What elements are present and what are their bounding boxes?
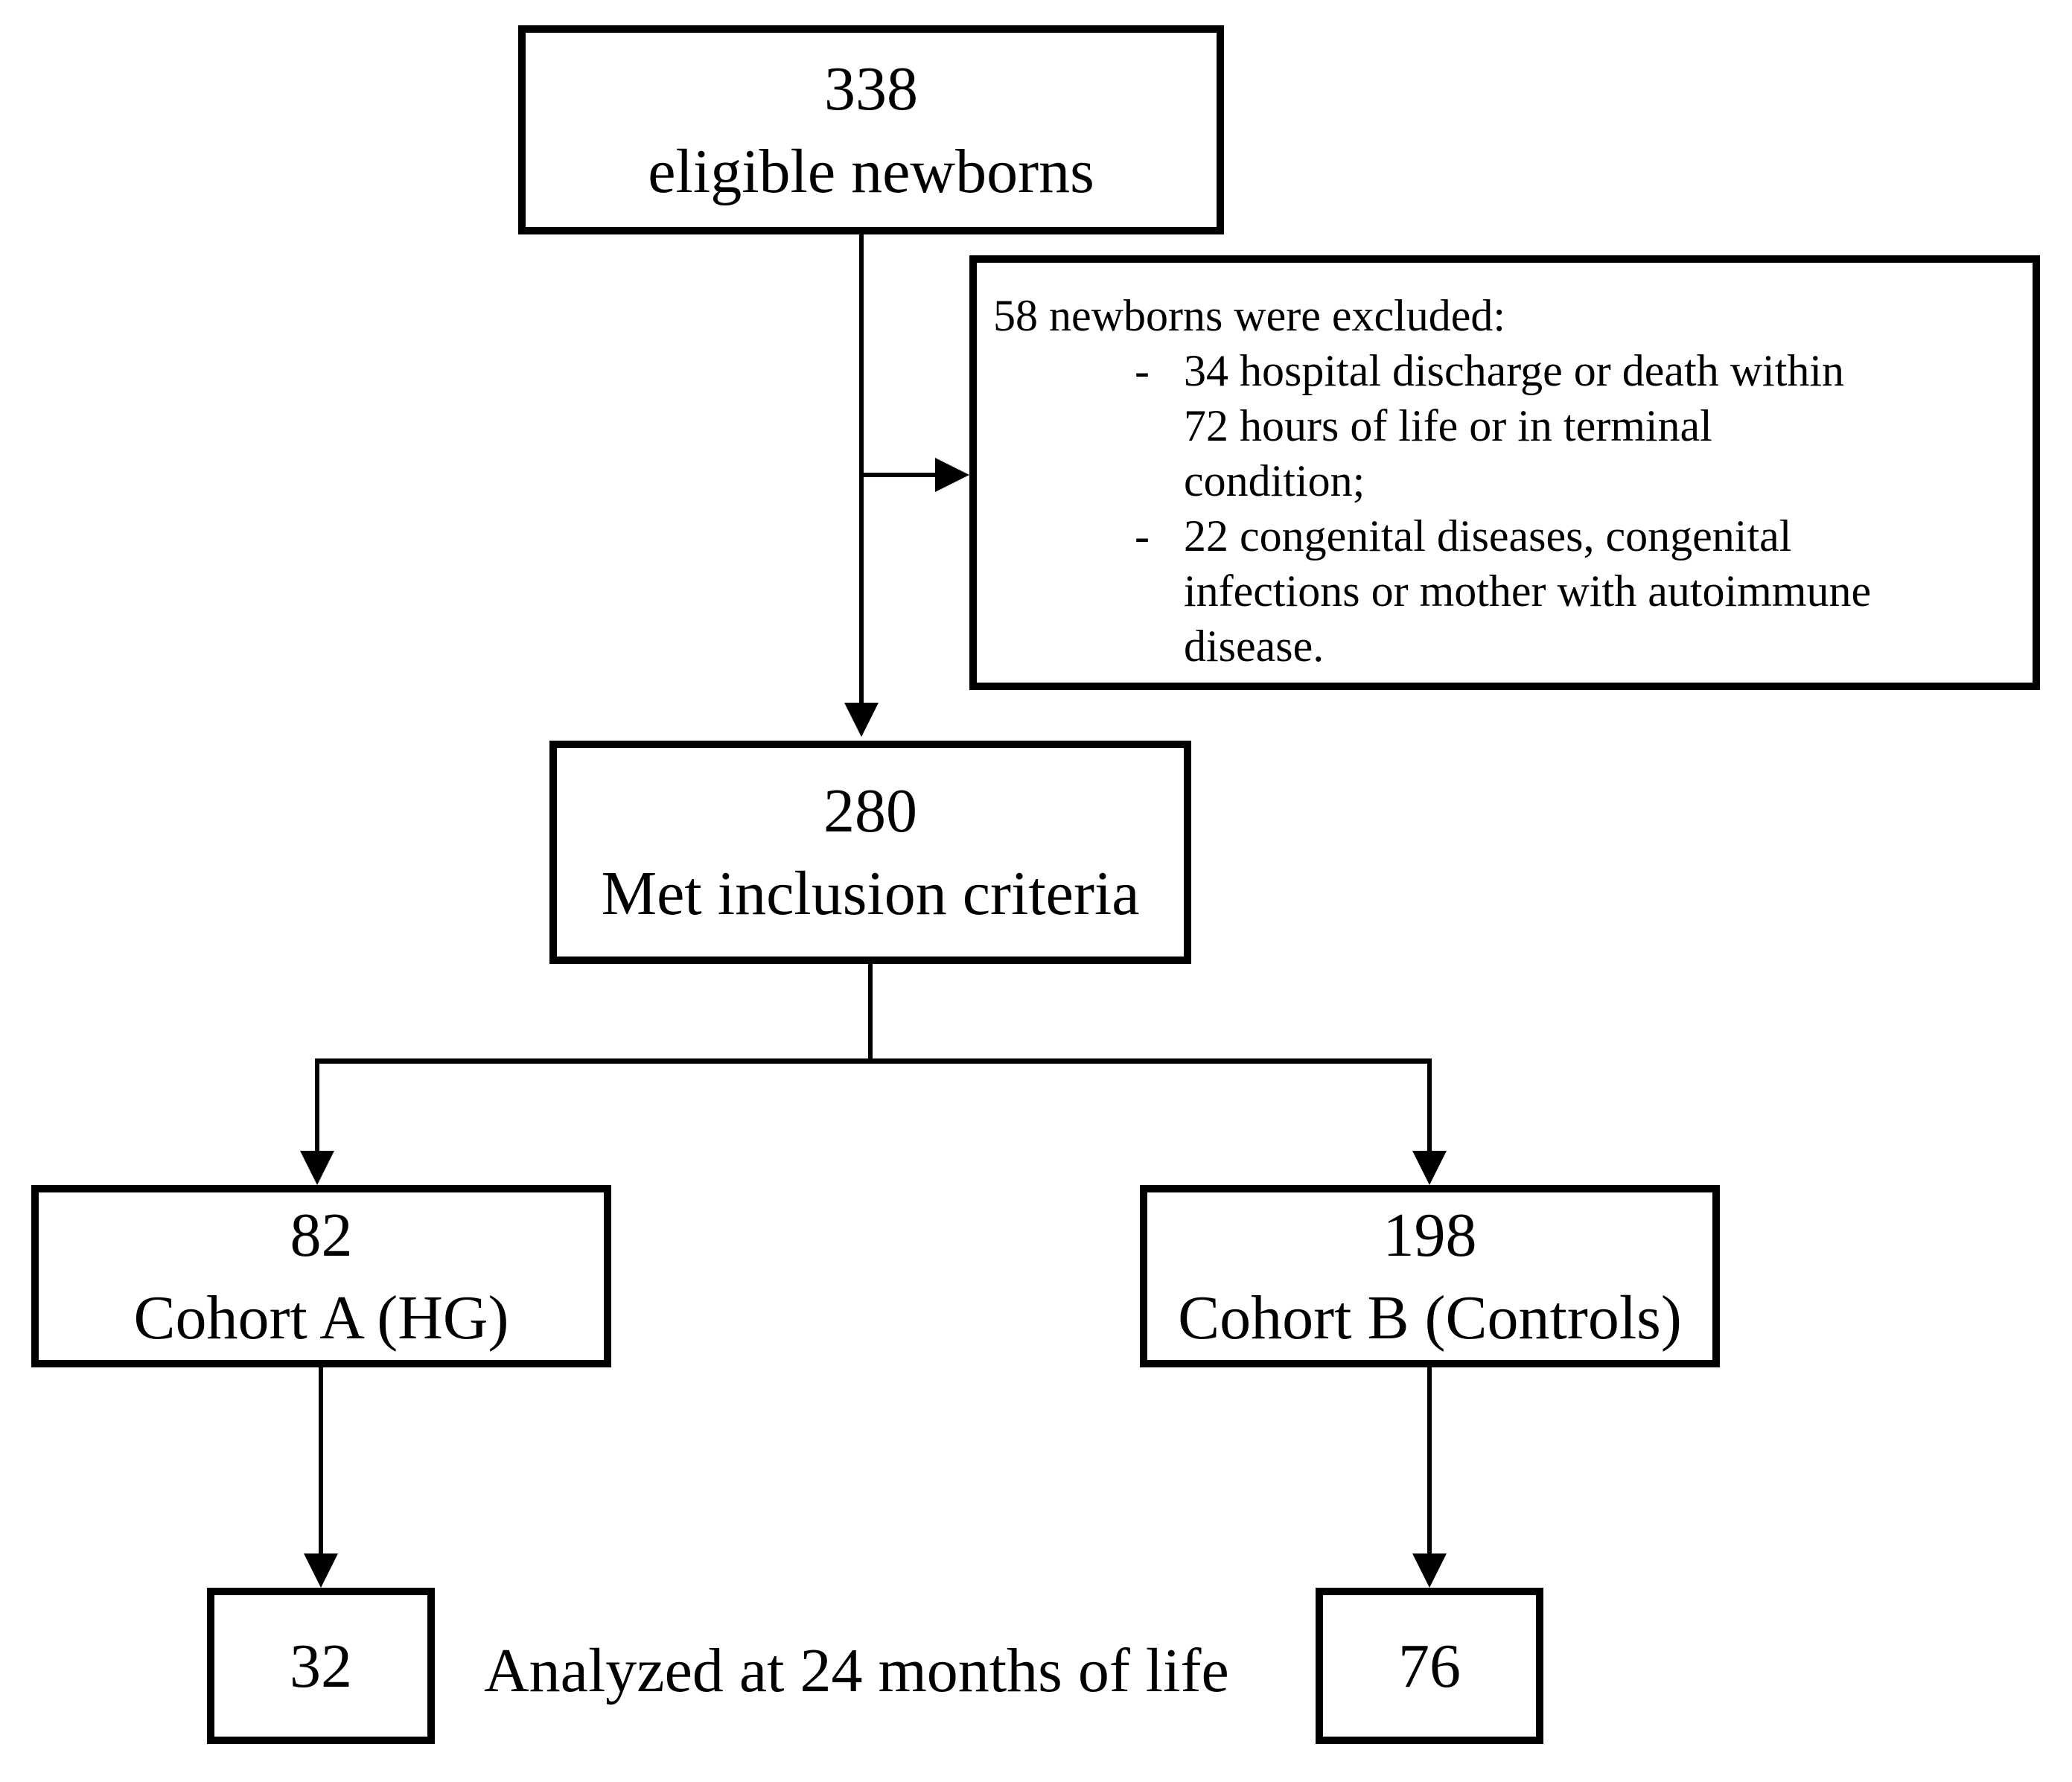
excluded-arrowhead-right-icon bbox=[935, 458, 969, 492]
excluded-box: 58 newborns were excluded: - 34 hospital… bbox=[969, 255, 2040, 690]
excluded-item-lines: 34 hospital discharge or death within 72… bbox=[1184, 343, 1844, 508]
connector-cohort-a-down-line bbox=[319, 1367, 323, 1555]
excluded-item-line: 22 congenital diseases, congenital bbox=[1184, 511, 1792, 561]
analyzed-b-box: 76 bbox=[1316, 1588, 1543, 1744]
connector-cohort-b-down-line bbox=[1427, 1367, 1432, 1555]
inclusion-label: Met inclusion criteria bbox=[601, 859, 1140, 928]
eligible-newborns-box: 338 eligible newborns bbox=[518, 25, 1224, 234]
eligible-count: 338 bbox=[824, 54, 918, 124]
dash-bullet: - bbox=[1135, 511, 1150, 561]
excluded-item-lines: 22 congenital diseases, congenital infec… bbox=[1184, 508, 1871, 674]
cohort-a-arrowhead-down-icon bbox=[300, 1151, 334, 1185]
excluded-item-line: 72 hours of life or in terminal bbox=[1184, 401, 1712, 450]
connector-branch-horizontal-line bbox=[315, 1058, 1432, 1064]
cohort-b-arrowhead-down-icon bbox=[1412, 1151, 1447, 1185]
cohort-a-label: Cohort A (HG) bbox=[133, 1283, 509, 1353]
excluded-item: - 22 congenital diseases, congenital inf… bbox=[1135, 508, 2010, 674]
cohort-b-label: Cohort B (Controls) bbox=[1178, 1283, 1682, 1353]
excluded-item-line: disease. bbox=[1184, 622, 1325, 671]
connector-branch-left-line bbox=[315, 1058, 319, 1152]
analyzed-a-arrowhead-down-icon bbox=[304, 1553, 338, 1588]
analyzed-label: Analyzed at 24 months of life bbox=[484, 1636, 1229, 1705]
excluded-item: - 34 hospital discharge or death within … bbox=[1135, 343, 2010, 508]
analyzed-a-count: 32 bbox=[290, 1631, 352, 1701]
analyzed-b-arrowhead-down-icon bbox=[1412, 1553, 1447, 1588]
excluded-intro: 58 newborns were excluded: bbox=[993, 291, 1506, 340]
excluded-item-line: infections or mother with autoimmune bbox=[1184, 566, 1872, 616]
inclusion-arrowhead-down-icon bbox=[844, 703, 879, 737]
connector-excluded-branch-line bbox=[861, 473, 936, 477]
cohort-a-count: 82 bbox=[290, 1200, 353, 1270]
cohort-b-count: 198 bbox=[1383, 1200, 1477, 1270]
cohort-b-box: 198 Cohort B (Controls) bbox=[1140, 1185, 1720, 1367]
connector-branch-right-line bbox=[1427, 1058, 1432, 1152]
excluded-item-line: 34 hospital discharge or death within bbox=[1184, 346, 1845, 395]
dash-bullet: - bbox=[1135, 346, 1150, 395]
inclusion-box: 280 Met inclusion criteria bbox=[549, 741, 1191, 964]
analyzed-b-count: 76 bbox=[1398, 1631, 1461, 1701]
connector-eligible-to-inclusion-line bbox=[859, 234, 864, 706]
cohort-a-box: 82 Cohort A (HG) bbox=[31, 1185, 611, 1367]
inclusion-count: 280 bbox=[823, 776, 917, 846]
connector-inclusion-down-line bbox=[868, 964, 873, 1061]
analyzed-a-box: 32 bbox=[207, 1588, 435, 1744]
excluded-item-line: condition; bbox=[1184, 456, 1365, 505]
eligible-label: eligible newborns bbox=[648, 136, 1094, 206]
